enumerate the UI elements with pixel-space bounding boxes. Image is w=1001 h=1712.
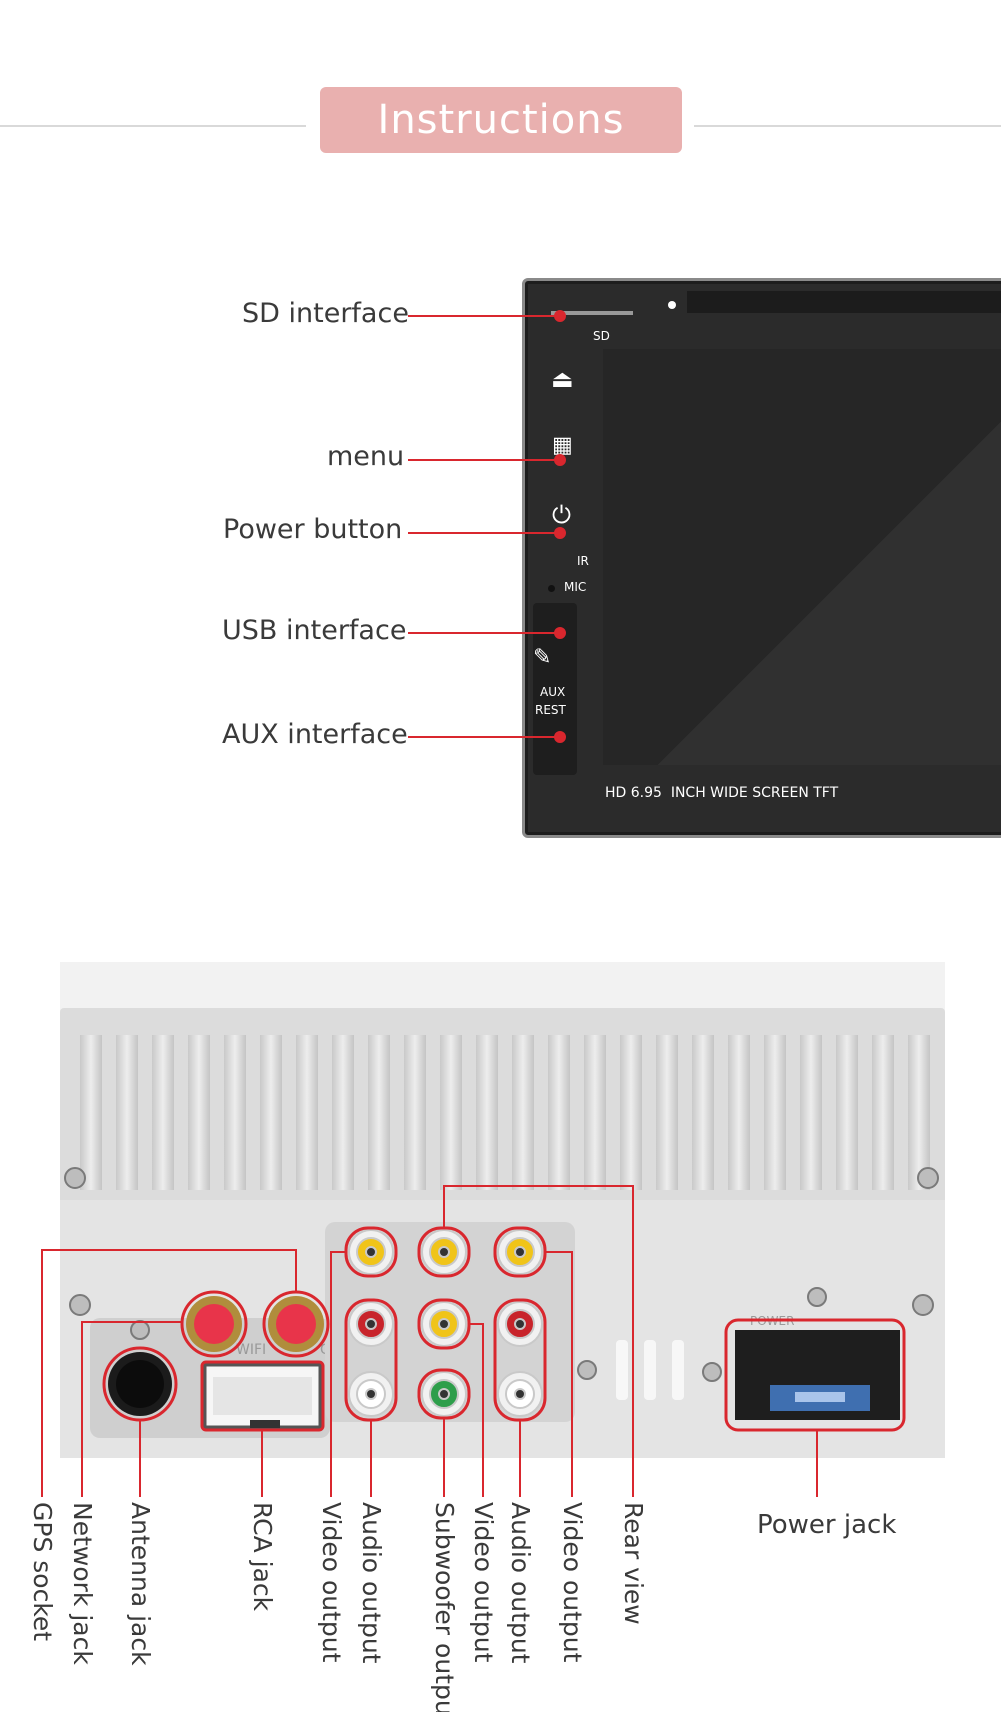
label-audio-output-2: Audio output: [506, 1502, 535, 1664]
label-video-output-1: Video output: [317, 1502, 346, 1663]
rca-multi-jack: [203, 1363, 322, 1429]
label-usb-interface: USB interface: [222, 615, 407, 646]
label-video-output-3: Video output: [558, 1502, 587, 1663]
rca-connectors: [348, 1229, 543, 1417]
menu-grid-icon: ▦: [552, 433, 573, 458]
label-network-jack: Network jack: [68, 1502, 97, 1665]
rest-text: REST: [535, 703, 566, 717]
label-antenna-jack: Antenna jack: [126, 1502, 155, 1666]
network-jack-connector: [186, 1296, 242, 1352]
usb-icon: ✎: [533, 645, 552, 670]
label-power-button: Power button: [223, 514, 403, 545]
label-gps-socket: GPS socket: [28, 1502, 57, 1642]
front-leader-lines: [408, 310, 566, 743]
mic-dot: [548, 585, 555, 592]
front-panel: SD ⏏ ▦ ⏻ IR MIC ✎ AUX REST HD 6.95 INCH …: [522, 278, 1001, 838]
indicator-led: [668, 301, 676, 309]
antenna-jack-connector: [108, 1352, 172, 1416]
gps-socket-connector: [268, 1296, 324, 1352]
power-jack-connector: [735, 1330, 900, 1420]
header-rule-right: [694, 125, 1001, 127]
label-video-output-2: Video output: [469, 1502, 498, 1663]
vent-slots: [616, 1340, 684, 1400]
label-sd-interface: SD interface: [242, 298, 409, 329]
front-top-bar: [687, 291, 1001, 313]
display-screen: [603, 349, 1001, 765]
power-icon: ⏻: [552, 501, 571, 529]
label-rear-view: Rear view: [619, 1502, 648, 1625]
mic-text: MIC: [564, 580, 587, 594]
eject-icon: ⏏: [551, 365, 574, 393]
screen-caption: HD 6.95 INCH WIDE SCREEN TFT: [605, 785, 839, 801]
header-rule-left: [0, 125, 306, 127]
sd-slot: [551, 311, 633, 315]
label-power-jack: Power jack: [757, 1510, 897, 1540]
page-title: Instructions: [320, 87, 682, 153]
label-menu: menu: [327, 441, 405, 472]
sd-text: SD: [593, 329, 610, 343]
ir-text: IR: [577, 554, 589, 568]
wifi-print: WIFI: [236, 1342, 266, 1358]
label-audio-output-1: Audio output: [357, 1502, 386, 1664]
label-aux-interface: AUX interface: [222, 719, 408, 750]
rear-leader-lines: [41, 1185, 818, 1497]
aux-text: AUX: [540, 685, 566, 699]
heat-sink-fins: [80, 1035, 930, 1190]
label-subwoofer-output: Subwoofer output: [430, 1502, 459, 1712]
label-rca-jack: RCA jack: [248, 1502, 277, 1612]
